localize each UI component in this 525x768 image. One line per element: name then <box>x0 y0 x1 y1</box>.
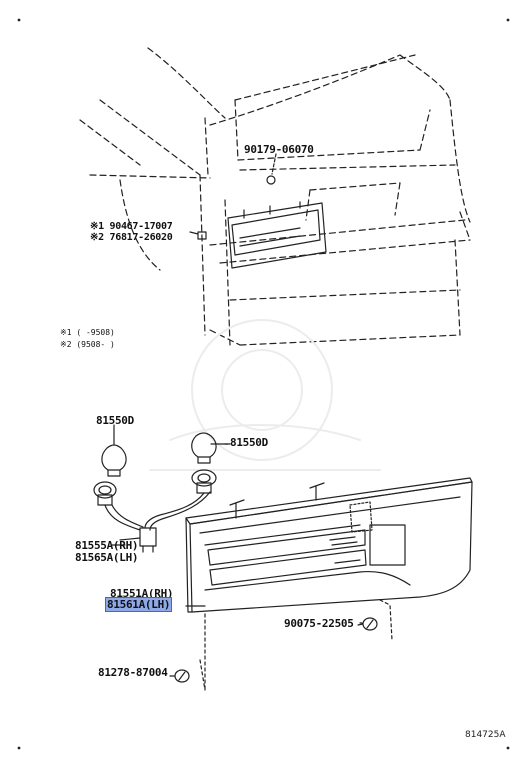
screw-90075 <box>357 617 378 631</box>
clip-90467 <box>189 231 207 240</box>
vehicle-body-outline <box>79 47 471 346</box>
bulb-left <box>101 424 127 477</box>
part-label-81555a[interactable]: 81555A(RH) <box>75 539 139 552</box>
watermark-emblem <box>149 319 381 471</box>
part-label-81278-87004[interactable]: 81278-87004 <box>98 666 168 679</box>
diagram-reference-code: 814725A <box>465 730 506 740</box>
lamp-on-vehicle <box>227 201 327 269</box>
label-leaders <box>111 443 363 624</box>
part-label-81561a-highlighted[interactable]: 81561A(LH) <box>104 597 173 612</box>
leader-lines <box>199 599 393 691</box>
corner-marks <box>17 18 510 750</box>
part-label-81551a[interactable]: 81551A(RH) <box>110 587 174 600</box>
rear-lamp-assembly <box>185 477 473 613</box>
part-label-90075-22505[interactable]: 90075-22505 <box>284 617 354 630</box>
socket-harness <box>93 469 217 553</box>
part-label-76817-26020[interactable]: ※2 76817-26020 <box>90 232 173 243</box>
screw-81278 <box>169 669 190 683</box>
part-label-90467-17007[interactable]: ※1 90467-17007 <box>90 221 173 232</box>
part-label-81565a[interactable]: 81565A(LH) <box>75 551 139 564</box>
part-label-81550d-left[interactable]: 81550D <box>96 414 134 427</box>
note-1: ※1 ( -9508) <box>60 328 115 337</box>
part-label-90179-06070[interactable]: 90179-06070 <box>244 143 314 156</box>
note-2: ※2 (9508- ) <box>60 340 115 349</box>
bolt-90179 <box>266 153 277 185</box>
part-label-81550d-right[interactable]: 81550D <box>230 436 268 449</box>
